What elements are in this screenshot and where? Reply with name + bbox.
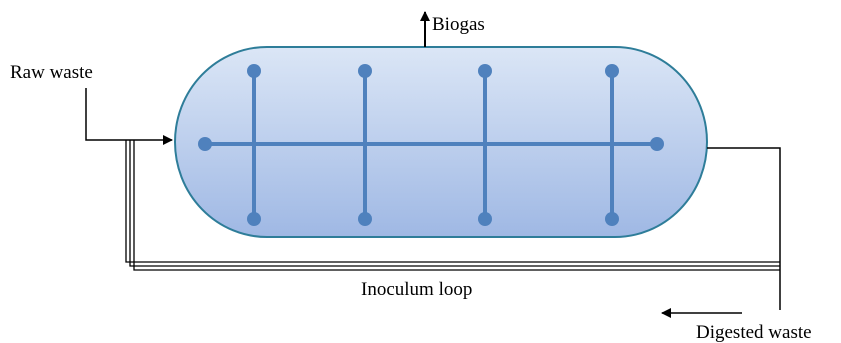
paddle-4-top bbox=[605, 64, 619, 78]
paddle-2-bottom bbox=[358, 212, 372, 226]
agitator bbox=[198, 64, 664, 226]
raw-waste-label: Raw waste bbox=[10, 62, 93, 83]
paddle-3-bottom bbox=[478, 212, 492, 226]
paddle-4-bottom bbox=[605, 212, 619, 226]
shaft-end-right bbox=[650, 137, 664, 151]
paddle-3-top bbox=[478, 64, 492, 78]
inoculum-loop-pipe bbox=[125, 140, 780, 271]
shaft-end-left bbox=[198, 137, 212, 151]
raw-waste-arrow bbox=[85, 88, 173, 145]
inoculum-loop-label: Inoculum loop bbox=[361, 279, 472, 300]
paddle-1-top bbox=[247, 64, 261, 78]
paddle-1-bottom bbox=[247, 212, 261, 226]
biogas-label: Biogas bbox=[432, 14, 485, 35]
digested-waste-label: Digested waste bbox=[696, 322, 812, 343]
paddle-2-top bbox=[358, 64, 372, 78]
digested-waste-pipe bbox=[707, 147, 781, 310]
